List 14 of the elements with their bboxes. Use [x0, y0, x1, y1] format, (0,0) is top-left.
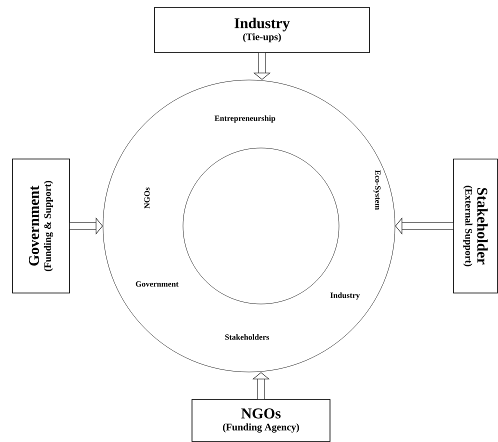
- ring-label: Industry: [330, 292, 360, 300]
- ring-label: Stakeholders: [225, 334, 270, 340]
- ring-label: Government: [136, 281, 179, 287]
- ring-label: NGOs: [144, 188, 150, 208]
- label-box: NGOs (Funding Agency): [192, 399, 330, 442]
- label-box: Government (Funding & Support): [12, 158, 70, 294]
- label-box: Stakeholder (External Support): [453, 158, 498, 294]
- label-box: Industry (Tie-ups): [154, 7, 370, 53]
- ring-label: Eco-System: [374, 170, 381, 210]
- block-arrow: [252, 372, 270, 400]
- ring-label: Entrepreneurship: [214, 115, 276, 123]
- block-arrow: [70, 218, 103, 234]
- block-arrow: [395, 218, 454, 234]
- block-arrow: [254, 52, 270, 80]
